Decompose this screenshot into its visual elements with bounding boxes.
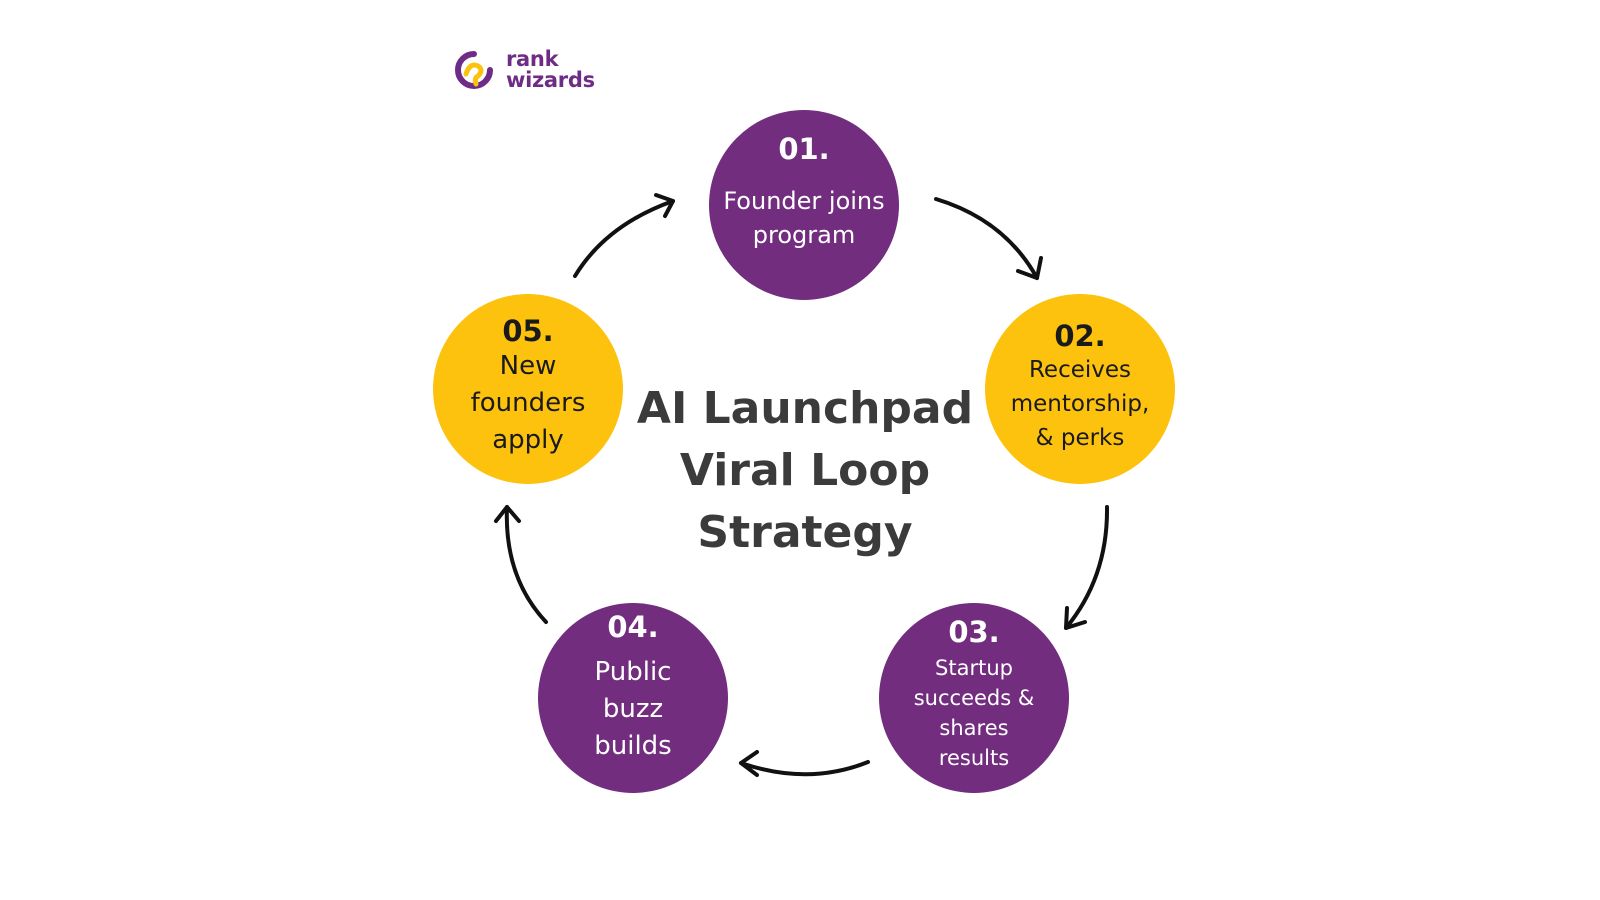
arrow-5-to-1 [573,193,675,278]
step-5-label: New founders apply [470,350,586,455]
step-2-label: Receives mentorship, & perks [1010,357,1150,451]
step-3-circle: 03. Startup succeeds & shares results [879,603,1069,793]
step-4-circle: 04. Public buzz builds [538,603,728,793]
step-2-circle: 02. Receives mentorship, & perks [985,294,1175,484]
step-3-label: Startup succeeds & shares results [913,656,1035,770]
step-1-label: Founder joins program [723,187,885,249]
step-2-number: 02. [1054,319,1106,353]
logo-line-1: rank [506,47,559,71]
rank-wizards-logo-icon [455,51,493,89]
step-1-number: 01. [778,132,830,166]
diagram-title: AI Launchpad Viral Loop Strategy [636,383,974,558]
step-3-number: 03. [948,615,1000,649]
logo-wordmark: rank wizards [506,49,595,91]
arrow-1-to-2 [934,197,1043,280]
logo-line-2: wizards [506,68,595,92]
step-4-label: Public buzz builds [594,656,672,761]
arrow-3-to-4 [739,750,870,777]
step-5-number: 05. [502,313,554,348]
brand-logo: rank wizards [452,48,595,92]
arrow-4-to-5 [494,505,548,624]
step-5-circle: 05. New founders apply [433,294,623,484]
step-4-number: 04. [607,609,659,644]
step-1-circle: 01. Founder joins program [709,110,899,300]
arrow-2-to-3 [1064,505,1110,630]
